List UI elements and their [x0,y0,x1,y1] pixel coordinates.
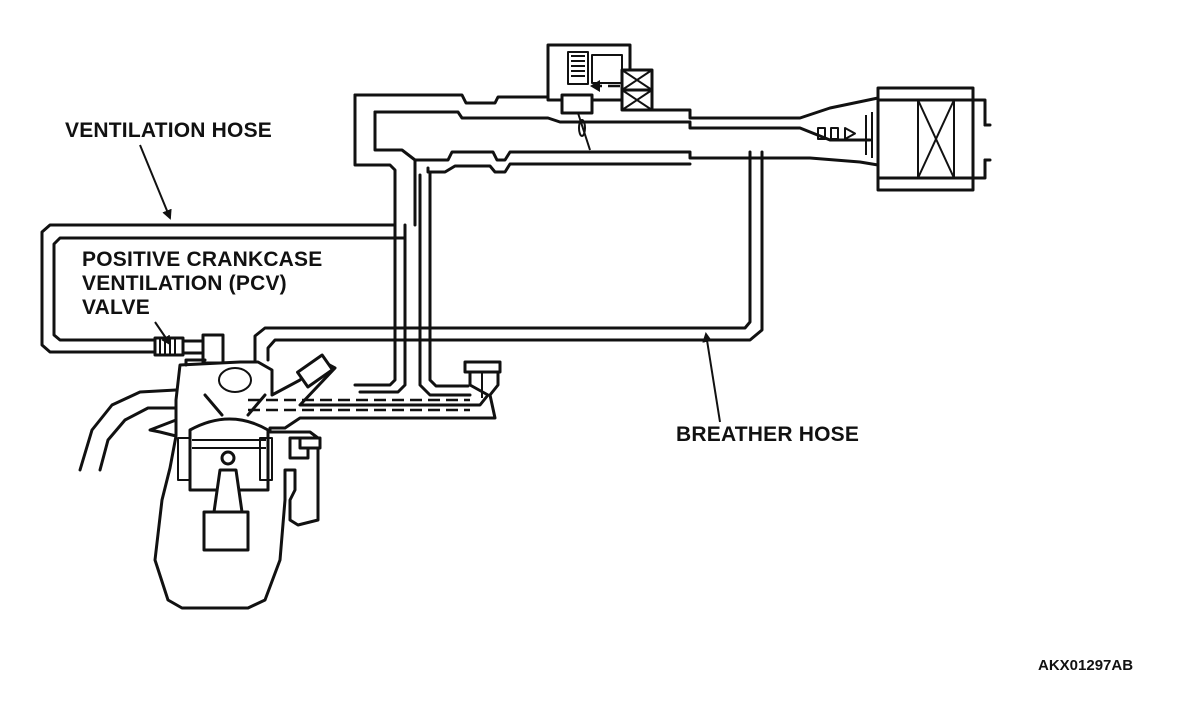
piston-icon [177,417,273,552]
pointer-arrow-icon [702,332,721,423]
vertical-hose [353,170,472,397]
pcv-valve-label-line3: VALVE [82,296,150,319]
breather-hose [253,150,764,362]
airflow-arrows [817,112,873,158]
pointer-arrow-icon [139,144,172,220]
pcv-valve-label-line1: POSITIVE CRANKCASE [82,248,322,271]
figure-code: AKX01297AB [1038,657,1133,674]
ventilation-hose-label: VENTILATION HOSE [65,119,272,142]
intake-duct [353,86,880,227]
engine-cutaway-icon [78,353,502,610]
throttle-body-icon [546,43,654,151]
pcv-valve-label-line2: VENTILATION (PCV) [82,272,287,295]
pointer-arrow-icon [154,321,172,346]
breather-hose-label: BREATHER HOSE [676,423,859,446]
air-cleaner-icon [876,86,992,192]
